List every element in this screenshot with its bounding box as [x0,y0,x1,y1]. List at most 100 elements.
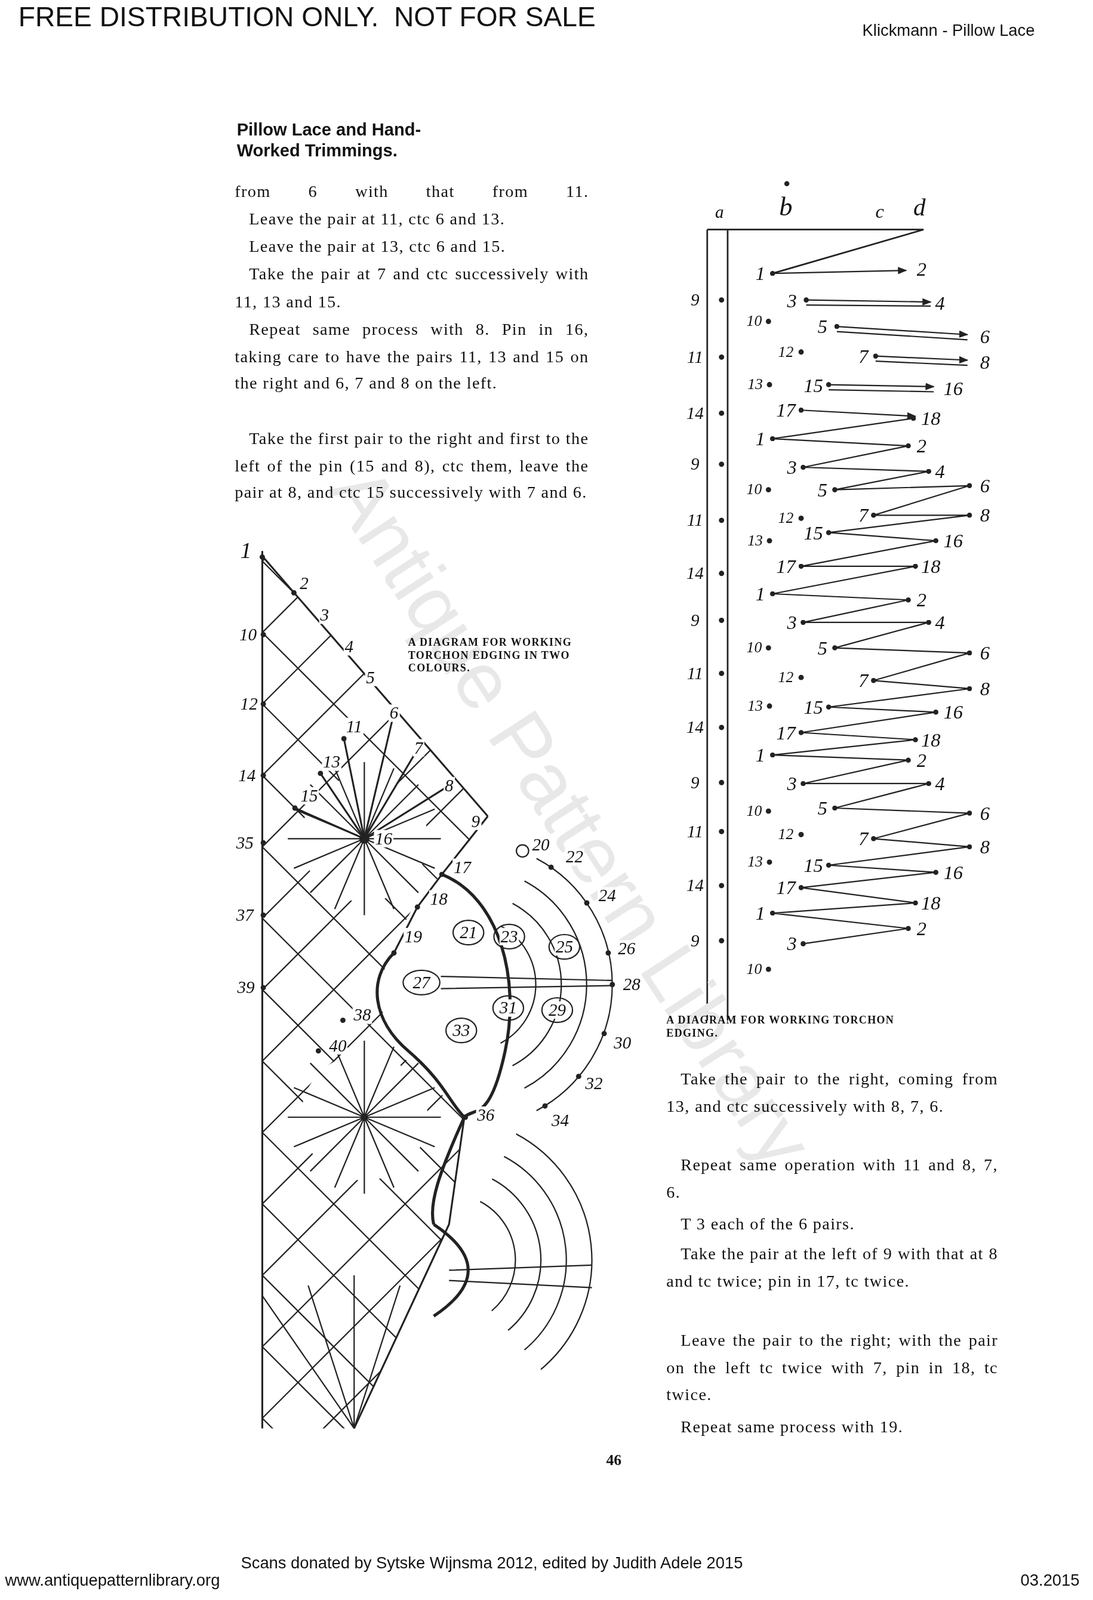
callout-number: 1 [754,429,767,449]
callout-number: 5 [816,798,829,818]
callout-number: 10 [745,803,763,820]
pin-dot [341,736,347,742]
callout-number: 30 [613,1034,633,1052]
callout-number: d [912,195,927,220]
callout-number: 9 [470,813,482,831]
body-paragraph: Repeat same operation with 11 and 8, 7, … [666,1152,999,1207]
pin-loop [493,996,524,1021]
callout-number: 12 [777,344,795,360]
callout-number: 31 [498,999,518,1018]
body-paragraph: Leave the pair at 11, ctc 6 and 13. [234,205,589,233]
callout-number: 5 [365,669,377,687]
callout-number: 14 [685,564,705,583]
weaver-line [828,389,934,392]
pin-dot [718,517,725,523]
callout-number: 4 [934,293,947,313]
callout-number: 3 [319,606,331,624]
callout-number: 35 [235,834,255,852]
callout-number: 26 [616,940,636,958]
callout-number: 7 [857,829,870,849]
footside-lines [707,229,924,1021]
callout-number: 4 [934,774,947,794]
callout-number: 17 [774,556,797,577]
callout-number: 12 [777,669,795,686]
pin-dot [767,538,773,544]
callout-number: 9 [689,611,701,630]
callout-number: 10 [745,313,763,330]
callout-number: 9 [689,455,701,473]
running-text: Scans donated by Sytske Wijnsma 2012, ed… [240,1555,743,1572]
callout-number: 15 [299,787,319,805]
callout-number: 18 [919,556,942,577]
pin-loop [516,845,529,858]
callout-number: 13 [746,533,765,549]
star-threads [294,713,449,839]
pin-dot [548,864,554,871]
callout-number: 29 [547,1001,567,1019]
callout-number: 18 [919,893,942,913]
callout-number: 9 [689,932,701,950]
callout-number: 17 [774,878,797,898]
callout-number: 17 [774,400,797,420]
callout-number: 11 [685,823,704,841]
pin-loop [542,998,573,1023]
callout-number: 14 [236,767,257,785]
callout-number: 6 [978,803,991,823]
pin-dot [765,318,772,325]
mark-dot [784,180,790,187]
star-spokes [262,762,441,1429]
fan-arcs [479,858,612,1370]
body-paragraph: Take the pair at the left of 9 with that… [666,1241,999,1296]
callout-number: 17 [774,722,797,742]
pin-dot [439,872,445,878]
body-paragraph: Take the pair to the right, coming from … [666,1066,999,1122]
callout-number: a [713,203,725,221]
pin-dot [765,645,772,651]
callout-number: 1 [754,263,767,283]
page-number: 46 [606,1452,623,1469]
body-paragraph: Leave the pair to the right; with the pa… [666,1327,999,1409]
header-note: FREE DISTRIBUTION ONLY. NOT FOR SALE [18,4,596,32]
callout-number: 2 [915,918,928,938]
pin-dot [718,724,725,731]
callout-number: 10 [745,961,763,978]
callout-number: 8 [978,679,991,699]
callout-number: 1 [754,903,767,923]
callout-number: 8 [443,777,455,795]
pin-dot [718,570,725,577]
callout-number: 8 [978,352,991,372]
callout-number: 13 [746,377,765,393]
pin-dot [292,805,298,812]
callout-number: 16 [942,379,965,399]
callout-number: 4 [343,638,355,656]
callout-number: 4 [934,462,947,482]
pin-dot [605,950,611,956]
callout-number: 14 [685,876,705,895]
callout-number: 7 [857,346,870,366]
callout-number: 2 [915,436,928,456]
pin-dot [718,780,725,786]
callout-number: 38 [352,1007,372,1025]
body-paragraph: Leave the pair at 13, ctc 6 and 15. [234,233,589,261]
zigzag-weaver [772,418,970,944]
callout-number: 16 [374,830,394,848]
callout-number: 15 [802,522,825,543]
pin-dot [260,840,267,846]
callout-number: 10 [238,626,258,644]
callout-number: 2 [298,574,310,593]
callout-number: 18 [919,408,942,429]
callout-number: 22 [564,848,584,867]
callout-number: 12 [239,695,259,713]
callout-number: 14 [685,404,705,423]
pin-dot [317,770,323,777]
callout-number: 10 [745,482,763,498]
pin-dot [315,1048,322,1054]
pin-dot [718,410,725,417]
pin-dot [462,1115,469,1121]
callout-number: 13 [746,698,765,714]
pin-dot [359,833,370,845]
callout-number: 33 [451,1021,471,1040]
weaver-line [806,305,932,307]
pin-dot [765,808,772,815]
